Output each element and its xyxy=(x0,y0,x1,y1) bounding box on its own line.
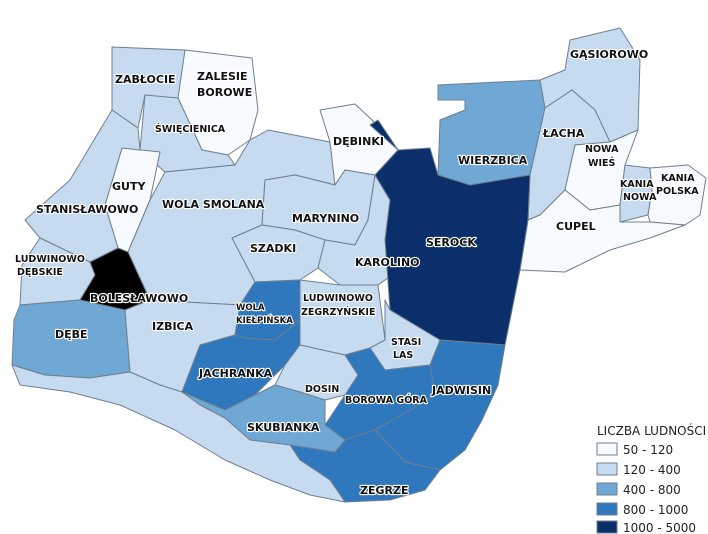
map-labels: ZABŁOCIE ZALESIE BOROWE ŚWIĘCIENICA GUTY… xyxy=(14,47,700,498)
label-nowa-wies-1: NOWA xyxy=(585,144,619,155)
label-kania-nowa-2: NOWA xyxy=(623,192,657,203)
label-karolino: KAROLINO xyxy=(355,256,420,269)
label-wola-smolana: WOLA SMOLANA xyxy=(162,198,265,211)
legend-swatch-3 xyxy=(596,482,618,496)
label-ludwinowo-debskie-1: LUDWINOWO xyxy=(15,254,85,265)
map-regions xyxy=(11,27,707,503)
label-guty: GUTY xyxy=(112,180,146,193)
region-southwest-rim xyxy=(11,364,346,503)
region-serock[interactable] xyxy=(369,119,531,346)
label-wola-kielpinska-1: WOLA xyxy=(236,303,265,313)
label-kania-nowa-1: KANIA xyxy=(620,179,654,190)
legend-swatch-1 xyxy=(596,442,618,456)
legend-item: 1000 - 5000 xyxy=(596,520,696,534)
region-wierzbica[interactable] xyxy=(437,79,546,186)
label-gasiorowo: GĄSIOROWO xyxy=(570,48,648,61)
label-zegrze: ZEGRZE xyxy=(360,484,408,497)
label-ludwinowo-zegrzynskie-2: ZEGRZYŃSKIE xyxy=(301,306,375,318)
label-zablocie: ZABŁOCIE xyxy=(115,73,176,86)
legend-item: 400 - 800 xyxy=(596,482,681,497)
label-zalesie-borowe-1: ZALESIE xyxy=(197,70,248,83)
legend-label-5: 1000 - 5000 xyxy=(623,521,696,534)
label-wierzbica: WIERZBICA xyxy=(458,154,528,167)
label-kania-polska-1: KANIA xyxy=(661,173,695,184)
label-boleslawowo: BOLESŁAWOWO xyxy=(90,292,188,305)
label-serock: SEROCK xyxy=(426,236,476,249)
label-skubianka: SKUBIANKA xyxy=(247,421,320,434)
legend-label-2: 120 - 400 xyxy=(623,463,681,477)
label-nowa-wies-2: WIEŚ xyxy=(588,157,616,169)
label-swiecienica: ŚWIĘCIENICA xyxy=(155,123,226,135)
label-ludwinowo-debskie-2: DĘBSKIE xyxy=(17,267,63,278)
label-marynino: MARYNINO xyxy=(292,212,359,225)
legend-label-3: 400 - 800 xyxy=(623,483,681,497)
legend-item: 800 - 1000 xyxy=(596,502,688,517)
label-cupel: CUPEL xyxy=(556,220,596,233)
legend-label-1: 50 - 120 xyxy=(623,443,673,457)
map-legend: LICZBA LUDNOŚCI 50 - 120 120 - 400 400 -… xyxy=(596,423,706,534)
label-jadwisin: JADWISIN xyxy=(431,384,491,397)
label-jachranka: JACHRANKA xyxy=(198,367,273,380)
legend-item: 50 - 120 xyxy=(596,442,673,457)
label-szadki: SZADKI xyxy=(250,242,296,255)
label-lacha: ŁACHA xyxy=(542,127,585,140)
label-kania-polska-2: POLSKA xyxy=(656,186,699,197)
label-stasi-las-1: STASI xyxy=(391,337,421,348)
legend-item: 120 - 400 xyxy=(596,462,681,477)
legend-swatch-4 xyxy=(596,502,618,516)
label-wola-kielpinska-2: KIEŁPIŃSKA xyxy=(236,314,293,326)
label-ludwinowo-zegrzynskie-1: LUDWINOWO xyxy=(303,293,373,304)
legend-swatch-5 xyxy=(596,520,618,534)
label-debe: DĘBE xyxy=(55,328,88,341)
label-izbica: IZBICA xyxy=(152,320,194,333)
label-borowa-gora: BOROWA GÓRA xyxy=(345,394,428,406)
label-stasi-las-2: LAS xyxy=(393,350,413,361)
label-dosin: DOSIN xyxy=(305,384,339,395)
legend-title: LICZBA LUDNOŚCI xyxy=(597,423,706,438)
label-debinki: DĘBINKI xyxy=(333,135,384,148)
legend-label-4: 800 - 1000 xyxy=(623,503,688,517)
label-stanislawowo: STANISŁAWOWO xyxy=(36,203,138,216)
legend-swatch-2 xyxy=(596,462,618,476)
label-zalesie-borowe-2: BOROWE xyxy=(197,86,252,99)
